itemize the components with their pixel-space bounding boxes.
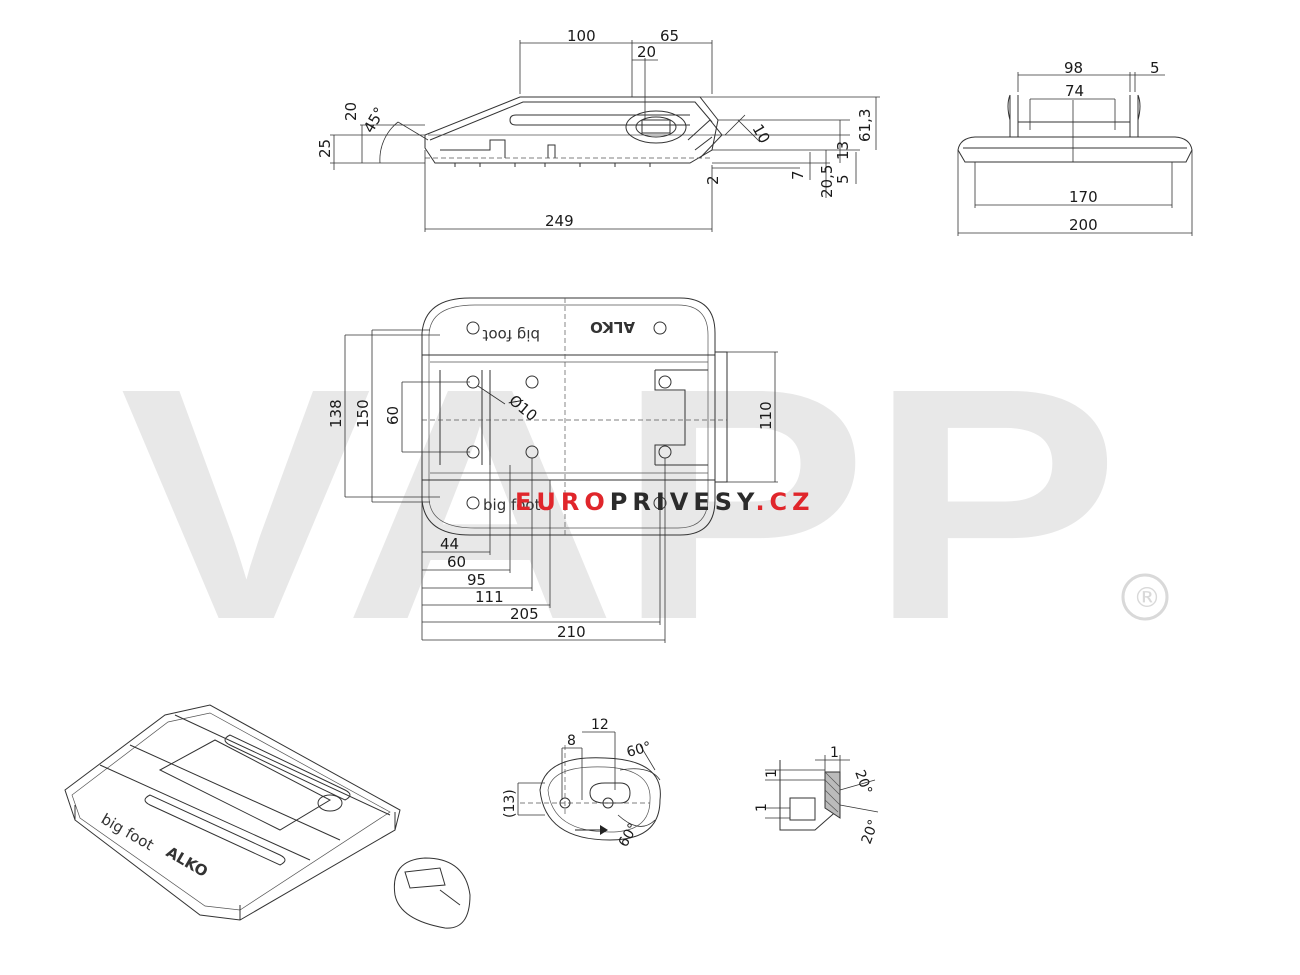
svg-text:25: 25 bbox=[316, 139, 334, 158]
svg-text:138: 138 bbox=[327, 399, 345, 428]
svg-text:ALKO: ALKO bbox=[163, 843, 211, 881]
svg-text:8: 8 bbox=[567, 733, 576, 749]
svg-text:10: 10 bbox=[749, 121, 774, 147]
svg-text:13: 13 bbox=[834, 141, 852, 160]
svg-text:60: 60 bbox=[447, 553, 466, 571]
svg-text:big foot: big foot bbox=[482, 326, 540, 344]
svg-text:20°: 20° bbox=[851, 768, 875, 797]
svg-text:1: 1 bbox=[830, 745, 839, 761]
svg-text:ALKO: ALKO bbox=[590, 318, 635, 336]
svg-text:60°: 60° bbox=[616, 820, 642, 850]
svg-text:98: 98 bbox=[1064, 59, 1083, 77]
svg-text:7: 7 bbox=[789, 170, 807, 180]
svg-text:2: 2 bbox=[704, 175, 722, 185]
brand-logo: EUROPRIVESY.CZ bbox=[515, 488, 815, 516]
svg-text:45°: 45° bbox=[360, 104, 389, 136]
svg-text:100: 100 bbox=[567, 27, 596, 45]
svg-text:170: 170 bbox=[1069, 188, 1098, 206]
svg-text:74: 74 bbox=[1065, 82, 1084, 100]
plan-view: big foot ALKO big foot Ø10 138 150 60 11… bbox=[327, 297, 778, 643]
svg-text:249: 249 bbox=[545, 212, 574, 230]
end-view: 98 5 74 170 200 bbox=[957, 59, 1193, 236]
svg-text:1: 1 bbox=[764, 769, 780, 778]
svg-text:5: 5 bbox=[1150, 59, 1160, 77]
svg-text:20: 20 bbox=[342, 102, 360, 121]
svg-text:20,5: 20,5 bbox=[818, 165, 836, 198]
edge-detail: 1 1 1 20° 20° bbox=[754, 745, 882, 846]
svg-text:20: 20 bbox=[637, 43, 656, 61]
svg-text:150: 150 bbox=[354, 399, 372, 428]
svg-text:95: 95 bbox=[467, 571, 486, 589]
svg-text:12: 12 bbox=[591, 717, 609, 733]
svg-text:5: 5 bbox=[834, 174, 852, 184]
watermark-text: VAPP bbox=[120, 319, 1120, 688]
slot-detail: 8 12 60° 60° (13) bbox=[502, 717, 661, 850]
svg-text:60: 60 bbox=[384, 406, 402, 425]
svg-text:1: 1 bbox=[754, 803, 770, 812]
svg-text:65: 65 bbox=[660, 27, 679, 45]
svg-text:61,3: 61,3 bbox=[856, 109, 874, 142]
watermark: VAPP ® bbox=[120, 319, 1169, 688]
svg-text:44: 44 bbox=[440, 535, 459, 553]
svg-text:110: 110 bbox=[757, 401, 775, 430]
registered-circle bbox=[1121, 573, 1169, 621]
isometric-view: big foot ALKO bbox=[64, 704, 471, 929]
svg-text:big foot: big foot bbox=[98, 810, 157, 854]
svg-text:210: 210 bbox=[557, 623, 586, 641]
side-view: 100 65 20 25 20 45° 61,3 13 7 20,5 5 10 … bbox=[316, 27, 880, 232]
svg-text:200: 200 bbox=[1069, 216, 1098, 234]
svg-text:205: 205 bbox=[510, 605, 539, 623]
svg-text:big foot: big foot bbox=[483, 496, 541, 514]
registered-mark: ® bbox=[1133, 581, 1161, 614]
svg-text:20°: 20° bbox=[859, 818, 883, 847]
svg-text:111: 111 bbox=[475, 588, 504, 606]
svg-text:60°: 60° bbox=[625, 739, 653, 761]
svg-text:(13): (13) bbox=[502, 789, 518, 818]
